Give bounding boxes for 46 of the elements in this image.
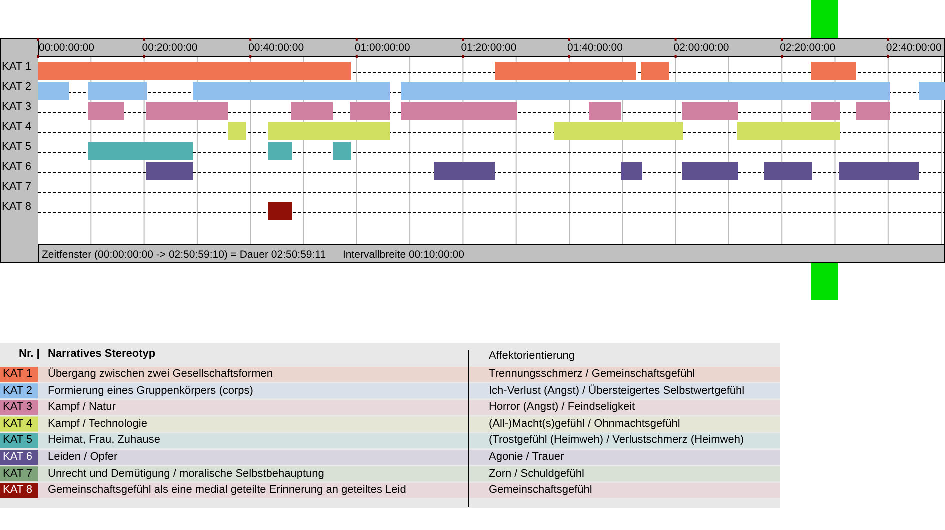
legend-text: KAT 2: [3, 386, 33, 397]
row-label: KAT 1: [2, 62, 32, 73]
legend-text: KAT 4: [3, 418, 33, 430]
time-tick-label: 02:00:00:00: [674, 43, 730, 54]
row-label: KAT 7: [2, 182, 32, 193]
time-tick-label: 01:20:00:00: [461, 43, 517, 54]
row-label: KAT 6: [2, 162, 32, 173]
table-cell: Agonie / Trauer: [489, 452, 564, 463]
table-cell: Leiden / Opfer: [48, 452, 118, 463]
time-tick-label: 00:00:00:00: [39, 43, 94, 54]
table-cell: Heimat, Frau, Zuhause: [48, 435, 160, 446]
table-cell: Trennungsschmerz / Gemeinschaftsgefühl: [489, 369, 696, 380]
row-label: KAT 3: [2, 102, 32, 113]
table-cell: Gemeinschaftsgefühl: [489, 485, 592, 496]
time-tick-label: 01:40:00:00: [568, 43, 623, 54]
time-tick-label: 02:20:00:00: [780, 43, 836, 54]
table-cell: Zorn / Schuldgefühl: [489, 468, 584, 480]
table-cell: Kampf / Natur: [48, 402, 116, 414]
legend-text: KAT 8: [3, 485, 33, 496]
table-cell: Horror (Angst) / Feindseligkeit: [489, 402, 636, 414]
column-header: Affektorientierung: [489, 351, 576, 362]
legend-text: KAT 6: [3, 452, 33, 463]
time-tick-label: 00:20:00:00: [142, 43, 198, 54]
column-header: Narratives Stereotyp: [48, 349, 156, 360]
time-tick-label: 00:40:00:00: [248, 43, 304, 54]
time-tick-label: 02:40:00:00: [886, 43, 942, 54]
legend-text: KAT 5: [3, 435, 33, 446]
table-cell: Ich-Verlust (Angst) / Übersteigertes Selbstwertgefühl: [489, 386, 745, 397]
row-label: KAT 5: [2, 142, 32, 153]
table-cell: (Trostgefühl (Heimweh) / Verlustschmerz (Heimweh): [489, 435, 744, 446]
time-tick-label: 01:00:00:00: [354, 43, 410, 54]
table-cell: Gemeinschaftsgefühl als eine medial geteilte Erinnerung an geteiltes Leid: [48, 485, 406, 496]
row-label: KAT 2: [2, 82, 32, 93]
status-text: Intervallbreite 00:10:00:00: [343, 250, 464, 260]
legend-text: KAT 3: [3, 402, 33, 414]
row-label: KAT 4: [2, 122, 32, 133]
table-cell: (All-)Macht(s)gefühl / Ohnmachtsgefühl: [489, 418, 680, 430]
table-cell: Kampf / Technologie: [48, 418, 148, 430]
legend-text: KAT 1: [3, 369, 33, 380]
table-cell: Übergang zwischen zwei Gesellschaftsformen: [48, 369, 273, 380]
table-cell: Formierung eines Gruppenkörpers (corps): [48, 386, 254, 397]
row-label: KAT 8: [2, 202, 32, 213]
column-header: Nr. |: [19, 349, 40, 360]
status-text: Zeitfenster (00:00:00:00 -> 02:50:59:10) = Dauer 02:50:59:11: [42, 250, 326, 260]
table-cell: Unrecht und Demütigung / moralische Selbstbehauptung: [48, 468, 324, 480]
legend-text: KAT 7: [3, 468, 33, 480]
